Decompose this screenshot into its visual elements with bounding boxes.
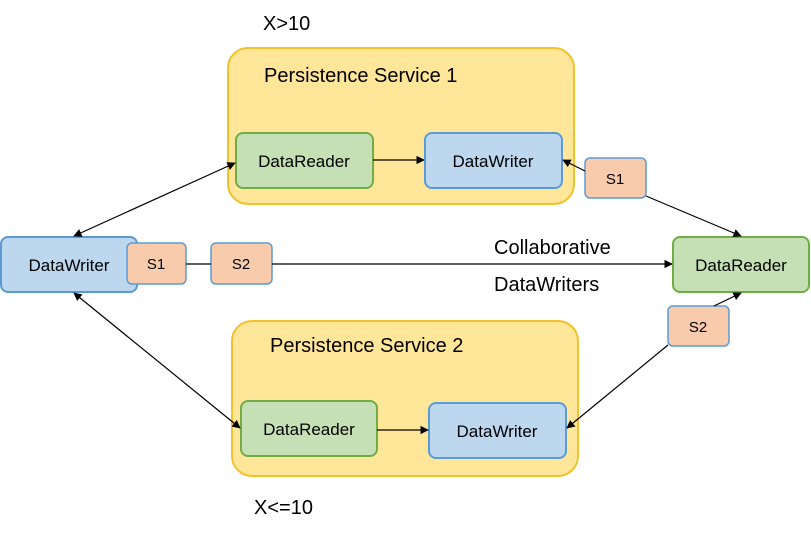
left-writer-to-service-2-arrow [73,292,241,429]
service-2-datareader-label: DataReader [263,420,355,439]
service-2-tag-to-right-reader-arrow [713,292,742,307]
service-1-datawriter[interactable] [424,132,563,189]
service-1-tag-to-right-reader-arrow [645,195,742,237]
service-2-datareader[interactable] [240,400,378,457]
service-2-datawriter[interactable] [428,402,567,459]
condition-bottom-label: X<=10 [254,497,313,519]
service-2-datawriter-label: DataWriter [457,422,538,441]
connectors [73,155,742,435]
right-datareader-label: DataReader [695,256,787,275]
persistence-service-1: Persistence Service 1 DataReader DataWri… [227,47,575,205]
left-datawriter-group: DataWriter S1 S2 [0,236,273,293]
left-tag-s1-label: S1 [147,256,165,273]
service-1-datareader-label: DataReader [258,152,350,171]
condition-top-label: X>10 [263,13,310,35]
persistence-service-2: Persistence Service 2 DataReader DataWri… [231,320,579,477]
service-1-title: Persistence Service 1 [264,65,457,87]
right-datareader-group: DataReader [672,236,810,293]
right-datareader[interactable] [672,236,810,293]
left-datawriter-label: DataWriter [29,256,110,275]
service-1-writer-to-tag-arrow [562,159,586,172]
service-1-datawriter-label: DataWriter [453,152,534,171]
collab-label-line1: Collaborative [494,237,611,259]
service-2-tag-s2-label: S2 [689,319,707,336]
collab-label-line2: DataWriters [494,274,599,296]
service-2-tag-s2 [667,305,730,347]
service-1-tag-s1-label: S1 [606,171,624,188]
left-tag-s2-label: S2 [232,256,250,273]
left-writer-to-service-1-arrow [73,162,236,237]
service-2-tag-to-writer-arrow [566,344,669,429]
service-1-tag-s1 [584,157,647,199]
service-2-title: Persistence Service 2 [270,335,463,357]
